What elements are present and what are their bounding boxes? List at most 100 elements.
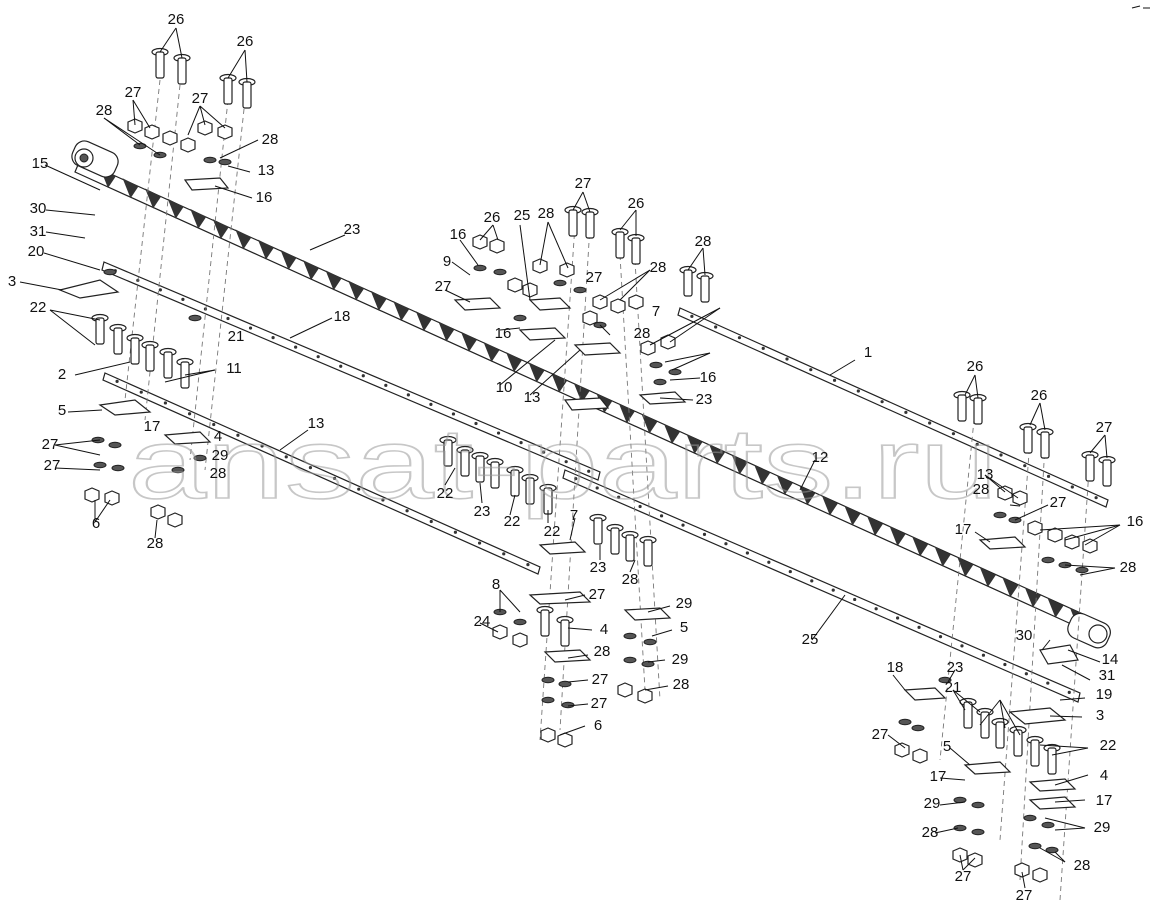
callout-number: 17	[144, 418, 161, 435]
bolt	[486, 457, 504, 489]
knife-tooth	[325, 270, 342, 291]
bar-hole	[856, 389, 860, 393]
hex-nut	[197, 120, 213, 136]
callout-number: 6	[92, 515, 100, 532]
knife-tooth	[257, 239, 274, 260]
bar-hole	[519, 440, 523, 445]
callout-number: 25	[802, 631, 819, 648]
bolt	[151, 47, 169, 79]
watermark-text: ansat-parts.ru	[128, 408, 998, 520]
bar-hole	[981, 653, 986, 657]
washer	[1023, 814, 1037, 822]
bolt	[564, 205, 582, 237]
bolt	[1026, 735, 1044, 767]
bar-hole	[474, 421, 478, 426]
callout-number: 24	[474, 613, 491, 630]
bolt	[969, 393, 987, 425]
callout-number: 1	[864, 344, 872, 361]
bolt	[219, 73, 237, 105]
hex-nut	[1032, 867, 1048, 883]
bolt	[679, 265, 697, 297]
washer	[623, 632, 637, 640]
washer	[203, 156, 217, 164]
washer	[641, 660, 655, 668]
bar-hole	[928, 421, 932, 425]
bolt	[1036, 427, 1054, 459]
bolt	[1098, 455, 1116, 487]
bolt	[173, 53, 191, 85]
hex-nut	[150, 504, 166, 520]
knife-tooth	[483, 341, 500, 362]
washer	[993, 511, 1007, 519]
callout-number: 27	[435, 278, 452, 295]
bar-hole	[226, 316, 230, 321]
knife-tooth	[866, 515, 883, 536]
washer	[108, 441, 122, 449]
hex-nut	[1014, 862, 1030, 878]
bar-hole	[139, 390, 143, 394]
bar-hole	[271, 335, 275, 340]
callout-number: 28	[695, 233, 712, 250]
callout-number: 26	[484, 209, 501, 226]
callout-number: 7	[652, 303, 660, 320]
callout-number: 31	[1099, 667, 1116, 684]
callout-number: 4	[214, 428, 222, 445]
knife-tooth	[889, 526, 906, 547]
bolt	[1081, 450, 1099, 482]
bar-hole	[1070, 485, 1074, 489]
knife-tooth	[303, 260, 320, 281]
bar-hole	[357, 487, 361, 491]
hex-nut	[1064, 534, 1080, 550]
callout-number: 13	[258, 162, 275, 179]
knife-tooth	[957, 556, 974, 577]
knife-tooth	[415, 311, 432, 332]
hex-nut	[489, 238, 505, 254]
callout-number: 28	[634, 325, 651, 342]
bar-hole	[785, 357, 789, 361]
bar-hole	[384, 383, 388, 387]
bar-hole	[999, 453, 1003, 457]
bar-hole	[788, 569, 792, 574]
bolt	[581, 207, 599, 239]
washer	[493, 268, 507, 276]
callout-number: 18	[334, 308, 351, 325]
washer	[553, 279, 567, 287]
knife-tooth	[212, 219, 229, 240]
callout-number: 30	[30, 200, 47, 217]
knife-tooth	[348, 280, 365, 301]
bar-hole	[951, 432, 956, 436]
knife-teeth	[100, 168, 1086, 628]
bar-hole	[880, 400, 884, 404]
knife-head	[71, 140, 119, 178]
knife-tooth	[1047, 597, 1064, 618]
knife-tooth	[145, 188, 162, 209]
callout-number: 27	[872, 726, 889, 743]
callout-number: 28	[650, 259, 667, 276]
callout-number: 27	[589, 586, 606, 603]
hex-nut	[628, 294, 644, 310]
hex-nut	[894, 742, 910, 758]
hex-nut	[1027, 520, 1043, 536]
bolt	[176, 357, 194, 389]
callout-number: 29	[1094, 819, 1111, 836]
knife-tooth	[393, 301, 410, 322]
hex-nut	[1047, 527, 1063, 543]
callout-number: 26	[237, 33, 254, 50]
knife-tooth	[528, 362, 545, 383]
callout-number: 28	[210, 465, 227, 482]
bar-hole	[1094, 496, 1098, 500]
callout-number: 26	[967, 358, 984, 375]
bar-hole	[853, 597, 857, 602]
washer	[953, 824, 967, 832]
hex-nut	[1082, 538, 1098, 554]
bar-hole	[960, 644, 964, 648]
callout-number: 17	[1096, 792, 1113, 809]
washer	[1041, 556, 1055, 564]
callout-number: 8	[492, 576, 500, 593]
callout-number: 18	[887, 659, 904, 676]
washer	[668, 368, 682, 376]
knife-tooth	[979, 567, 996, 588]
bar-hole	[737, 336, 742, 340]
knife-tooth	[573, 382, 590, 403]
